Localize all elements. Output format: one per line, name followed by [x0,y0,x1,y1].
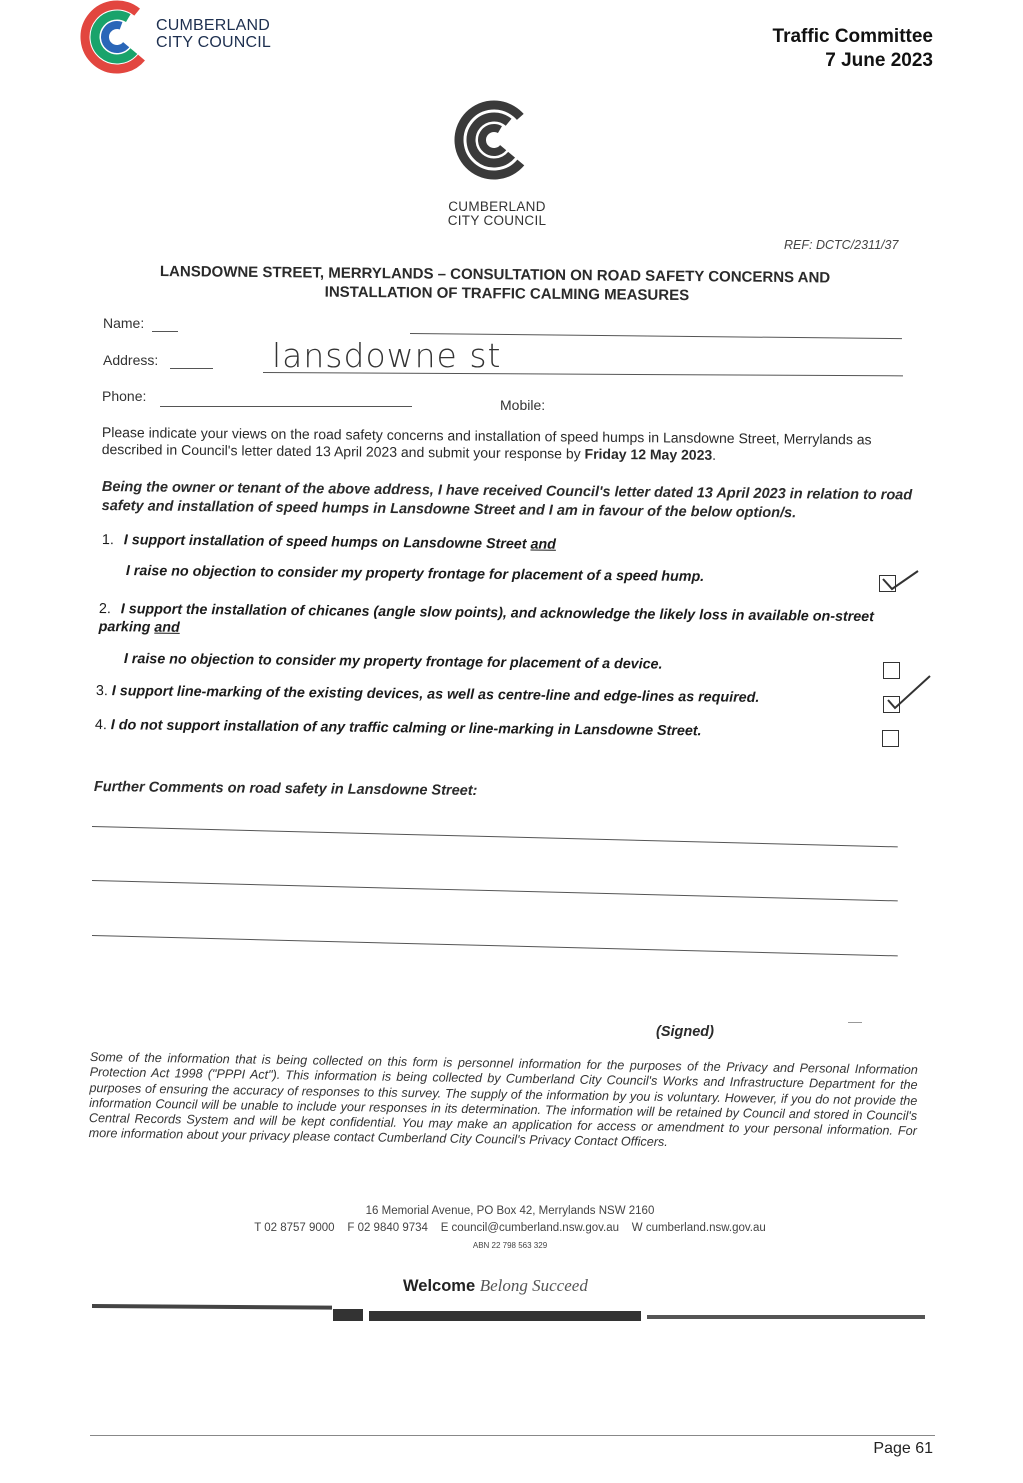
option-2-sub: I raise no objection to consider my prop… [123,650,663,673]
scan-bar-1 [91,1304,333,1310]
option-2-number: 2. [98,600,111,618]
council-contact-details: 16 Memorial Avenue, PO Box 42, Merryland… [215,1203,805,1254]
comments-line-1[interactable] [91,826,898,848]
name-line-short [152,331,178,332]
reference-number: REF: DCTC/2311/37 [784,238,899,252]
logo-line-1: CUMBERLAND [156,17,271,34]
option-3-number: 3. [95,682,108,700]
option-1-check-icon [882,570,919,591]
comments-line-2[interactable] [91,880,898,902]
form-logo-text: CUMBERLAND CITY COUNCIL [446,200,548,228]
option-4: 4.I do not support installation of any t… [95,716,855,742]
option-2-text: I support the installation of chicanes (… [98,601,875,636]
council-slogan: Welcome Belong Succeed [403,1276,588,1296]
address-line-short [170,368,213,369]
instructions-text: Please indicate your views on the road s… [102,424,932,466]
council-phone-email-web: T 02 8757 9000 F 02 9840 9734 E council@… [254,1222,766,1234]
option-2-checkbox[interactable] [883,662,900,679]
option-3-text: I support line-marking of the existing d… [111,683,760,706]
response-deadline: Friday 12 May 2023 [584,445,713,463]
committee-title: Traffic Committee [772,26,933,47]
option-1-text: I support installation of speed humps on… [123,532,531,553]
council-logo-text: CUMBERLAND CITY COUNCIL [156,17,271,51]
scan-bar-2 [333,1309,363,1321]
slogan-script: Belong Succeed [479,1276,588,1295]
page-number: Page 61 [873,1440,933,1457]
address-handwritten-value: lansdowne st [272,336,502,375]
form-logo-icon [454,100,534,180]
form-title: LANSDOWNE STREET, MERRYLANDS – CONSULTAT… [160,262,880,307]
option-1-number: 1. [101,531,114,549]
slogan-welcome: Welcome [403,1277,476,1295]
option-4-checkbox[interactable] [882,730,899,747]
option-3: 3.I support line-marking of the existing… [96,682,856,708]
council-address: 16 Memorial Avenue, PO Box 42, Merryland… [365,1205,655,1217]
option-2: 2.I support the installation of chicanes… [99,600,917,645]
option-4-number: 4. [94,716,107,734]
option-2-conjunction: and [154,619,180,636]
logo-line-2: CITY COUNCIL [156,34,272,51]
comments-line-3[interactable] [91,935,898,957]
meeting-date: 7 June 2023 [825,50,933,71]
option-1-conjunction: and [530,536,557,553]
form-logo-line-1: CUMBERLAND [448,199,546,214]
option-4-text: I do not support installation of any tra… [110,717,702,740]
privacy-notice: Some of the information that is being co… [88,1050,918,1150]
council-abn: ABN 22 798 563 329 [472,1241,548,1250]
council-logo-icon [80,0,154,74]
option-3-check-icon [887,675,931,710]
option-1-sub: I raise no objection to consider my prop… [125,562,705,586]
instructions-end: . [712,446,717,463]
signature-mark [848,1022,862,1023]
mobile-label: Mobile: [500,397,546,413]
scan-bar-3 [369,1311,641,1321]
form-logo-line-2: CITY COUNCIL [447,213,547,228]
option-1: 1. I support installation of speed humps … [102,531,882,557]
scan-bar-4 [647,1315,925,1319]
declaration-text: Being the owner or tenant of the above a… [101,478,913,522]
instructions-body: Please indicate your views on the road s… [101,424,872,462]
phone-label: Phone: [102,388,147,404]
signed-label: (Signed) [656,1024,714,1040]
address-label: Address: [103,352,159,368]
footer-rule [90,1435,935,1436]
comments-label: Further Comments on road safety in Lansd… [93,779,478,800]
phone-field[interactable] [160,406,412,407]
header-meta: Traffic Committee 7 June 2023 [773,25,933,73]
name-label: Name: [103,315,145,331]
